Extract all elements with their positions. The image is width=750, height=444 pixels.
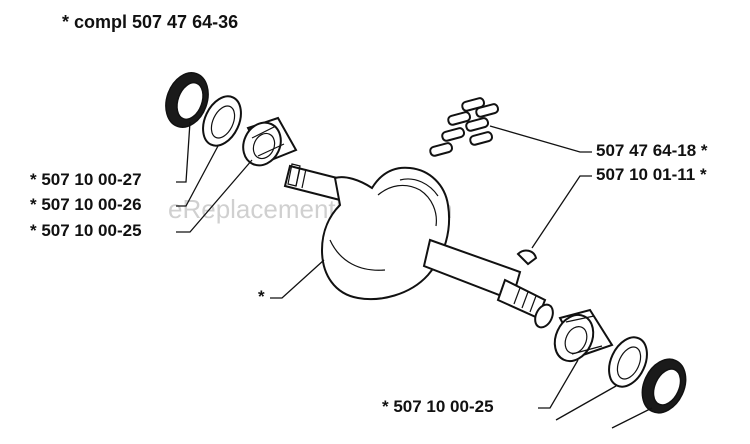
washer-left bbox=[202, 95, 242, 147]
label-p2: * 507 10 00-26 bbox=[30, 195, 142, 214]
bearing-right bbox=[553, 308, 614, 363]
bearing-left bbox=[242, 116, 298, 167]
leader-line-p5 bbox=[531, 175, 592, 249]
needle-rollers bbox=[429, 97, 500, 157]
seal-ring-left bbox=[165, 72, 209, 128]
label-p1: * 507 10 00-27 bbox=[30, 170, 142, 189]
crank-web bbox=[320, 166, 451, 301]
label-p3: * 507 10 00-25 bbox=[30, 221, 142, 240]
leader-line-p6 bbox=[270, 259, 325, 299]
leader-line-washer-right bbox=[555, 385, 617, 421]
leader-line-p2 bbox=[176, 145, 219, 207]
leader-line-seal-right bbox=[611, 407, 653, 429]
label-p4: 507 47 64-18 * bbox=[596, 141, 708, 160]
leader-line-p4 bbox=[489, 125, 592, 153]
label-p5: 507 10 01-11 * bbox=[596, 165, 707, 184]
leader-line-p3 bbox=[176, 159, 253, 233]
label-p6: * bbox=[258, 287, 265, 306]
washer-right bbox=[608, 336, 648, 388]
seal-ring-right bbox=[641, 358, 687, 414]
woodruff-key bbox=[516, 249, 538, 266]
leader-line-p7 bbox=[538, 359, 579, 409]
leader-line-p1 bbox=[176, 121, 191, 183]
crankshaft-right-shaft bbox=[422, 238, 554, 329]
assembly-title: * compl 507 47 64-36 bbox=[62, 12, 239, 32]
label-p7: * 507 10 00-25 bbox=[382, 397, 494, 416]
